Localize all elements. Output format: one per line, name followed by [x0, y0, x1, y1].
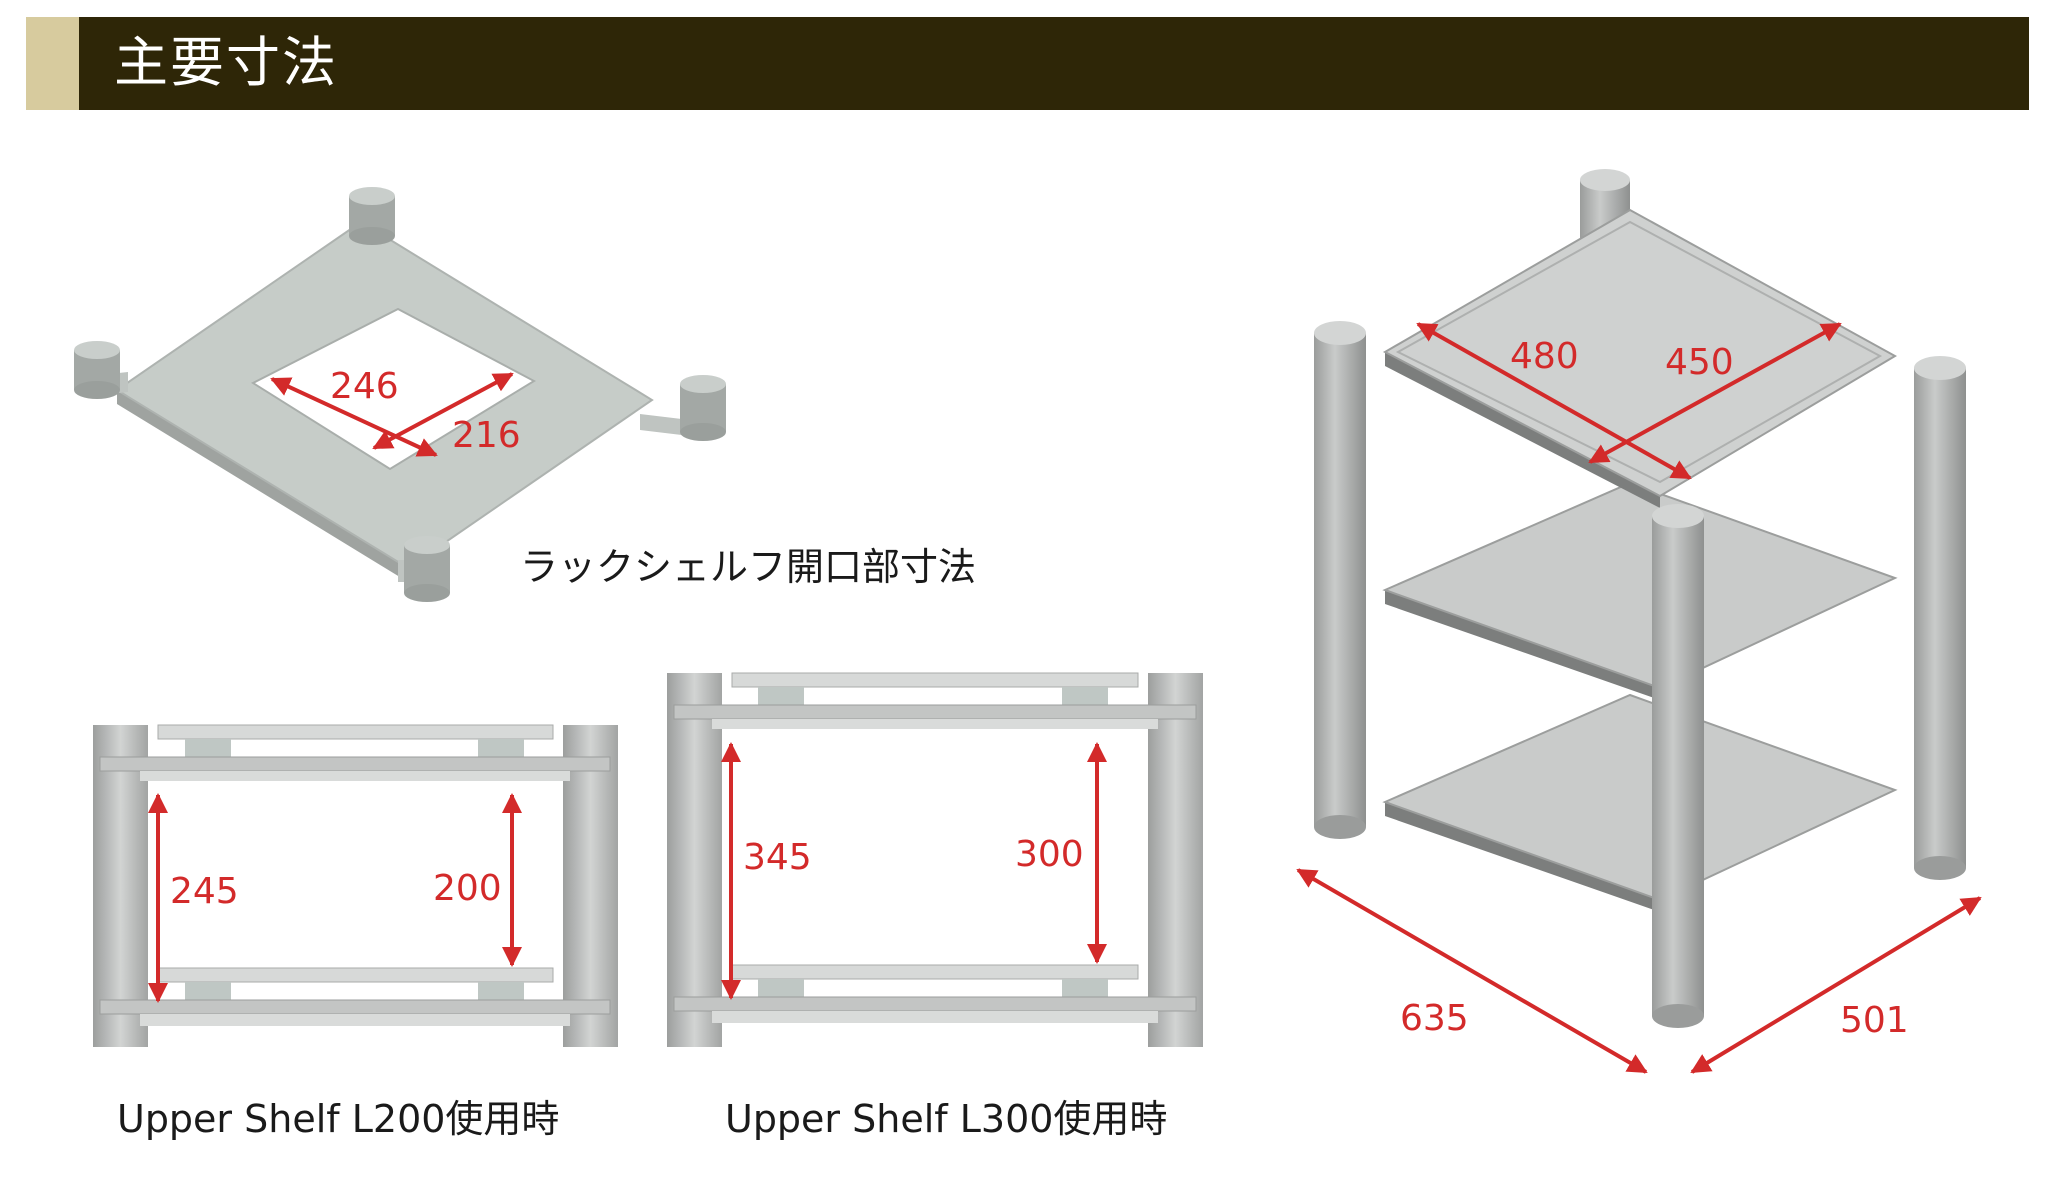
l200-caption: Upper Shelf L200使用時 — [117, 1097, 560, 1141]
shelf-opening-caption: ラックシェルフ開口部寸法 — [520, 545, 977, 589]
rack-isometric-drawing: 480 450 635 501 — [1296, 169, 1982, 1074]
dimension-opening-depth: 216 — [452, 415, 521, 456]
title-accent — [26, 17, 79, 110]
title-bar: 主要寸法 — [26, 17, 2029, 110]
corner-post — [404, 536, 450, 602]
dimension-shelf-depth: 450 — [1665, 342, 1734, 383]
dimension-opening-width: 246 — [330, 366, 399, 407]
dimension-overall-depth: 501 — [1840, 1000, 1909, 1041]
dimension-shelf-width: 480 — [1510, 336, 1579, 377]
corner-post — [349, 187, 395, 245]
shelf-opening-drawing: 246 216 — [74, 187, 726, 602]
corner-post — [680, 375, 726, 441]
side-view-l200: 245 200 — [93, 724, 618, 1047]
dimension-l300-outer-height: 345 — [743, 837, 812, 878]
page-title: 主要寸法 — [114, 31, 338, 94]
dimension-l200-outer-height: 245 — [170, 871, 239, 912]
dimension-overall-width: 635 — [1400, 998, 1469, 1039]
corner-post — [74, 341, 120, 399]
l300-caption: Upper Shelf L300使用時 — [725, 1097, 1168, 1141]
dimension-l200-inner-height: 200 — [433, 868, 502, 909]
dimension-l300-inner-height: 300 — [1015, 834, 1084, 875]
side-view-l300: 345 300 — [667, 672, 1203, 1047]
